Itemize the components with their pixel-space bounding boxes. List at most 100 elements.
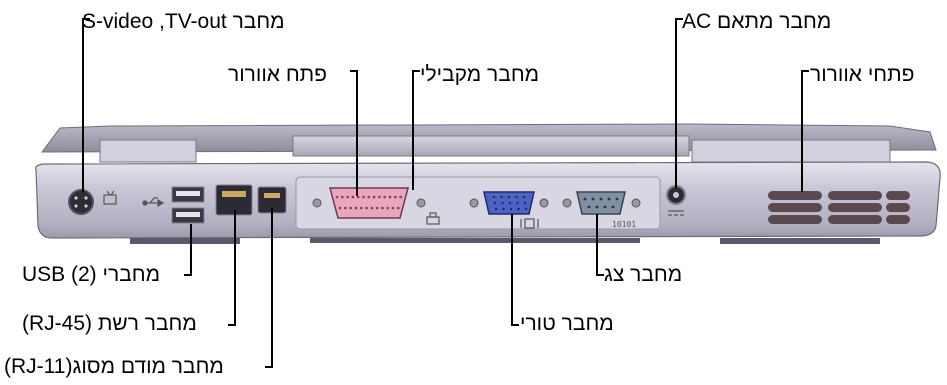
video-pins xyxy=(492,195,528,211)
rj45-pins xyxy=(222,191,246,197)
leader-vents xyxy=(801,70,803,192)
video-screw-right xyxy=(539,198,549,208)
serial-screw-left xyxy=(562,198,572,208)
video-pin xyxy=(523,201,527,205)
video-pin xyxy=(524,207,528,211)
leader-network xyxy=(234,210,236,326)
parallel-pin xyxy=(397,206,400,210)
usb-port-2-tongue xyxy=(176,212,200,217)
parallel-pin xyxy=(359,206,363,210)
video-pin xyxy=(494,207,498,211)
video-pin xyxy=(517,207,520,211)
label-serial-connector: מחבר טורי xyxy=(520,312,614,335)
leader-usb xyxy=(190,224,192,276)
parallel-pin xyxy=(367,195,371,199)
leader-video-tick xyxy=(596,274,604,276)
leader-video xyxy=(596,214,598,276)
vent-slot xyxy=(886,191,910,200)
serial-pin xyxy=(591,197,595,201)
parallel-pin xyxy=(375,206,379,210)
parallel-pin xyxy=(383,195,387,199)
parallel-pin xyxy=(381,206,384,210)
parallel-port xyxy=(329,187,409,219)
parallel-pin xyxy=(346,195,349,199)
video-pin xyxy=(493,201,497,205)
leader-vents-tick xyxy=(801,70,809,72)
parallel-pin xyxy=(362,195,365,199)
serial-pin xyxy=(595,205,599,209)
base-foot-right xyxy=(720,238,880,244)
vent-slot xyxy=(828,215,882,224)
vent-slot xyxy=(886,215,910,224)
hinge-bar xyxy=(292,135,690,157)
parallel-pin xyxy=(351,195,355,199)
vent-slot xyxy=(768,215,822,224)
video-screw-left xyxy=(469,198,479,208)
vent-slot xyxy=(768,203,822,212)
leader-svideo-tick xyxy=(82,18,90,20)
ventilation-grille xyxy=(768,191,882,224)
monitor-icon xyxy=(520,218,539,229)
leader-serial-tick xyxy=(511,324,519,326)
leader-modem-tick xyxy=(265,366,273,368)
vent-slot xyxy=(828,191,882,200)
parallel-pin xyxy=(399,195,402,199)
parallel-pin xyxy=(388,195,392,199)
leader-svideo xyxy=(82,18,84,192)
vent-slot xyxy=(886,203,910,212)
leader-vent-single xyxy=(356,70,358,196)
serial-pin xyxy=(607,197,611,201)
parallel-pin xyxy=(341,195,344,199)
video-pin xyxy=(501,201,504,205)
leader-parallel xyxy=(412,70,414,190)
parallel-pin xyxy=(386,206,390,210)
parallel-pin xyxy=(378,195,381,199)
parallel-screw-right xyxy=(416,198,426,208)
parallel-pin xyxy=(349,206,352,210)
serial-pins xyxy=(583,197,619,209)
hinge-left xyxy=(99,139,197,163)
parallel-pin xyxy=(356,195,360,199)
parallel-pin xyxy=(365,206,368,210)
label-parallel-connector: מחבר מקבילי xyxy=(420,63,540,86)
video-pin xyxy=(507,195,511,199)
s-video-pin xyxy=(74,196,78,200)
leader-ac-adapter-tick xyxy=(675,18,683,20)
video-pin xyxy=(502,207,505,211)
parallel-pin xyxy=(335,195,339,199)
parallel-pin xyxy=(394,195,397,199)
serial-pin xyxy=(583,197,587,201)
video-pin xyxy=(515,195,518,199)
leader-network-tick xyxy=(228,324,236,326)
leader-parallel-tick xyxy=(412,70,420,72)
parallel-pin xyxy=(338,206,342,210)
video-pin xyxy=(492,195,496,199)
serial-pin xyxy=(587,205,591,209)
s-video-port xyxy=(68,189,94,215)
serial-pin xyxy=(603,205,607,209)
serial-10101-icon: 10101 xyxy=(612,220,636,229)
label-ac-adapter: מחבר מתאם AC xyxy=(682,10,832,33)
serial-pin xyxy=(611,205,615,209)
video-pin xyxy=(509,207,513,211)
parallel-pin xyxy=(370,206,374,210)
parallel-pin xyxy=(354,206,358,210)
dc-power-icon xyxy=(668,210,684,216)
leader-ac-adapter xyxy=(675,18,677,188)
parallel-printer-icon xyxy=(426,212,440,225)
tv-out-icon xyxy=(103,190,117,205)
parallel-pin xyxy=(344,206,347,210)
label-vents: פתחי אוורור xyxy=(810,63,915,86)
s-video-pin xyxy=(84,196,88,200)
serial-screw-right xyxy=(631,198,641,208)
label-video-connector: מחבר צג xyxy=(604,263,683,286)
serial-pin xyxy=(599,197,603,201)
usb-port-1-tongue xyxy=(176,191,200,196)
serial-pin xyxy=(615,197,619,201)
label-modem-connector: מחבר מודם מסוג(RJ-11) xyxy=(4,355,224,378)
vent-slot xyxy=(768,191,822,200)
parallel-pins xyxy=(335,195,402,210)
hinge-right xyxy=(691,139,891,163)
